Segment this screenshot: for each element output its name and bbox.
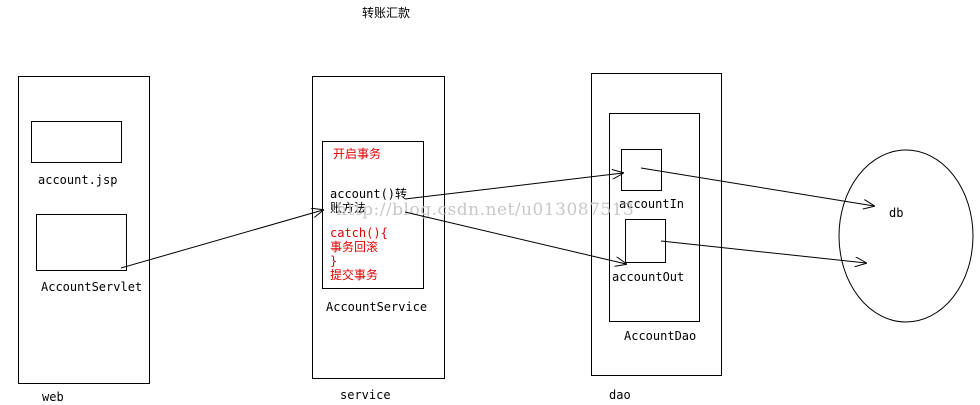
account-method-text-1: account()转 — [330, 187, 408, 201]
dao-layer-box — [591, 73, 722, 376]
commit-transaction-text: 提交事务 — [330, 268, 379, 282]
catch-close-text: } — [330, 254, 338, 268]
arrow-account-out-to-db — [660, 240, 866, 263]
diagram-title: 转账汇款 — [362, 6, 411, 20]
begin-transaction-text: 开启事务 — [333, 147, 382, 161]
arrow-account-in-to-db — [640, 167, 874, 206]
account-jsp-box — [31, 121, 122, 163]
arrow-service-to-account-in — [404, 173, 623, 200]
account-method-text-2: 账方法 — [330, 201, 367, 215]
arrow-service-to-account-out — [404, 211, 626, 264]
web-layer-label: web — [42, 390, 64, 404]
account-in-label: accountIn — [619, 197, 685, 211]
account-dao-box — [609, 113, 700, 322]
account-service-label: AccountService — [326, 300, 428, 314]
rollback-text: 事务回滚 — [330, 240, 379, 254]
account-servlet-box — [36, 214, 127, 271]
service-layer-box — [312, 76, 445, 379]
web-layer-box — [18, 76, 150, 384]
arrow-servlet-to-service — [120, 210, 323, 269]
watermark-text: http://blog.csdn.net/u013087513 — [336, 200, 635, 220]
account-jsp-label: account.jsp — [38, 173, 118, 187]
catch-text: catch(){ — [330, 226, 388, 240]
account-dao-label: AccountDao — [624, 329, 697, 343]
db-label: db — [889, 206, 904, 220]
account-servlet-label: AccountServlet — [41, 280, 143, 294]
account-out-label: accountOut — [612, 270, 685, 284]
db-ellipse — [838, 149, 974, 323]
dao-layer-label: dao — [609, 388, 631, 402]
service-layer-label: service — [340, 388, 391, 402]
